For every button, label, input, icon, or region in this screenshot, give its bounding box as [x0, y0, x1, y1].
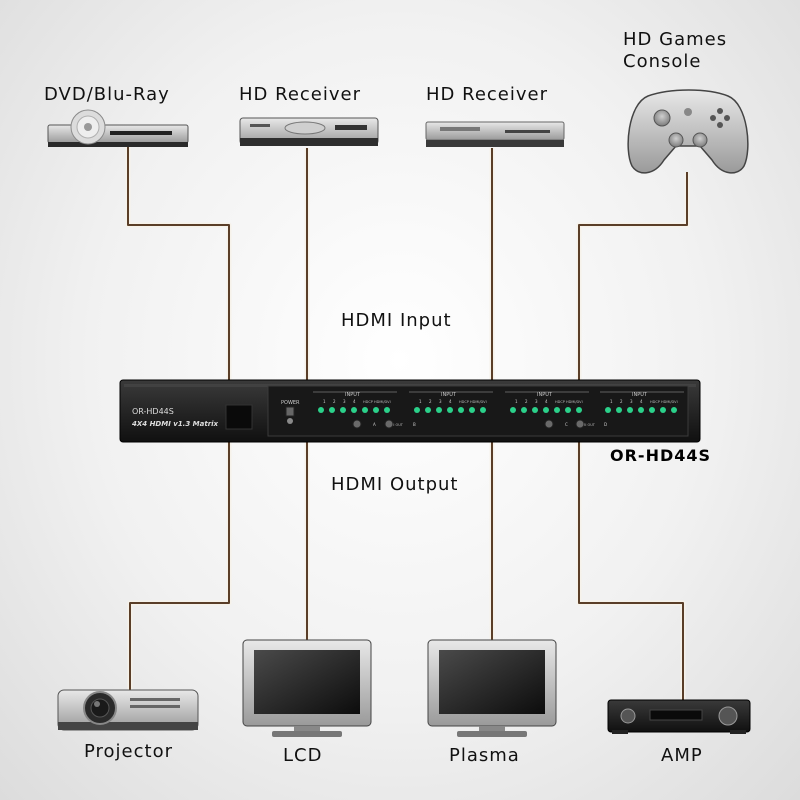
port-number: 2: [429, 399, 432, 404]
matrix-switch-device: OR-HD44S 4X4 HDMI v1.3 Matrix POWER INPU…: [119, 379, 701, 443]
status-led: [671, 407, 677, 413]
device-description: 4X4 HDMI v1.3 Matrix: [132, 420, 219, 428]
hdcp-label: HDCP HDMI/DVI: [555, 400, 583, 404]
device-model-label: OR-HD44S: [132, 407, 174, 416]
port-number: 2: [620, 399, 623, 404]
output-letter: A: [373, 422, 376, 427]
port-number: 1: [610, 399, 613, 404]
status-led: [616, 407, 622, 413]
status-led: [436, 407, 442, 413]
port-number: 2: [333, 399, 336, 404]
cable-projector: [129, 437, 230, 690]
hdmi-input-label: HDMI Input: [341, 310, 452, 331]
game-controller-icon: [627, 89, 749, 174]
projector-icon: [57, 689, 199, 731]
output-letter: D: [604, 422, 607, 427]
port-number: 1: [515, 399, 518, 404]
port-number: 4: [545, 399, 548, 404]
display-label-lcd: LCD: [283, 745, 323, 766]
port-number: 3: [630, 399, 633, 404]
hdmi-output-label: HDMI Output: [331, 474, 459, 495]
power-button[interactable]: [285, 406, 295, 417]
output-select-button[interactable]: [544, 419, 554, 429]
status-led: [329, 407, 335, 413]
status-led: [340, 407, 346, 413]
status-led: [447, 407, 453, 413]
hdcp-label: HDCP HDMI/DVI: [650, 400, 678, 404]
hdcp-label: HDCP HDMI/DVI: [363, 400, 391, 404]
status-led: [532, 407, 538, 413]
port-number: 4: [353, 399, 356, 404]
status-led: [660, 407, 666, 413]
status-led: [554, 407, 560, 413]
power-indicator: [287, 418, 293, 424]
output-letter: B: [413, 422, 416, 427]
plasma-monitor-icon: [427, 639, 557, 737]
source-label-receiver-2: HD Receiver: [426, 84, 548, 105]
source-label-receiver-1: HD Receiver: [239, 84, 361, 105]
port-number: 4: [640, 399, 643, 404]
port-number: 3: [535, 399, 538, 404]
input-group-label: INPUT: [537, 392, 553, 398]
hdmi-out-label: HDMI OUT: [577, 423, 596, 427]
port-number: 1: [323, 399, 326, 404]
status-led: [425, 407, 431, 413]
status-led: [351, 407, 357, 413]
status-led: [384, 407, 390, 413]
amplifier-icon: [607, 699, 751, 734]
status-led: [469, 407, 475, 413]
input-group-label: INPUT: [632, 392, 648, 398]
dvd-player-icon: [47, 109, 189, 147]
source-label-console: HD Games Console: [623, 29, 728, 72]
power-label: POWER: [281, 400, 300, 406]
hd-receiver-icon: [239, 117, 379, 146]
port-number: 1: [419, 399, 422, 404]
port-number: 2: [525, 399, 528, 404]
hdmi-out-label: HDMI OUT: [385, 423, 404, 427]
status-led: [576, 407, 582, 413]
status-led: [318, 407, 324, 413]
status-led: [480, 407, 486, 413]
status-led: [565, 407, 571, 413]
status-led: [543, 407, 549, 413]
display-label-projector: Projector: [84, 741, 173, 762]
lcd-monitor-icon: [242, 639, 372, 737]
display-label-amp: AMP: [661, 745, 703, 766]
port-number: 4: [449, 399, 452, 404]
display-label-plasma: Plasma: [449, 745, 520, 766]
output-letter: C: [565, 422, 568, 427]
status-led: [521, 407, 527, 413]
status-led: [458, 407, 464, 413]
cables: [125, 142, 690, 700]
cable-console: [578, 172, 688, 385]
input-group-label: INPUT: [345, 392, 361, 398]
cable-amp: [578, 437, 684, 700]
output-select-button[interactable]: [575, 419, 585, 429]
port-number: 3: [439, 399, 442, 404]
hd-receiver-icon: [425, 121, 565, 147]
output-select-button[interactable]: [352, 419, 362, 429]
status-led: [510, 407, 516, 413]
status-led: [638, 407, 644, 413]
status-led: [605, 407, 611, 413]
model-number-label: OR-HD44S: [610, 446, 712, 465]
output-select-button[interactable]: [384, 419, 394, 429]
port-number: 3: [343, 399, 346, 404]
status-led: [627, 407, 633, 413]
status-led: [362, 407, 368, 413]
hdcp-label: HDCP HDMI/DVI: [459, 400, 487, 404]
status-led: [373, 407, 379, 413]
source-label-dvd: DVD/Blu-Ray: [44, 84, 170, 105]
status-led: [649, 407, 655, 413]
status-led: [414, 407, 420, 413]
input-group-label: INPUT: [441, 392, 457, 398]
cable-dvd: [127, 142, 230, 385]
